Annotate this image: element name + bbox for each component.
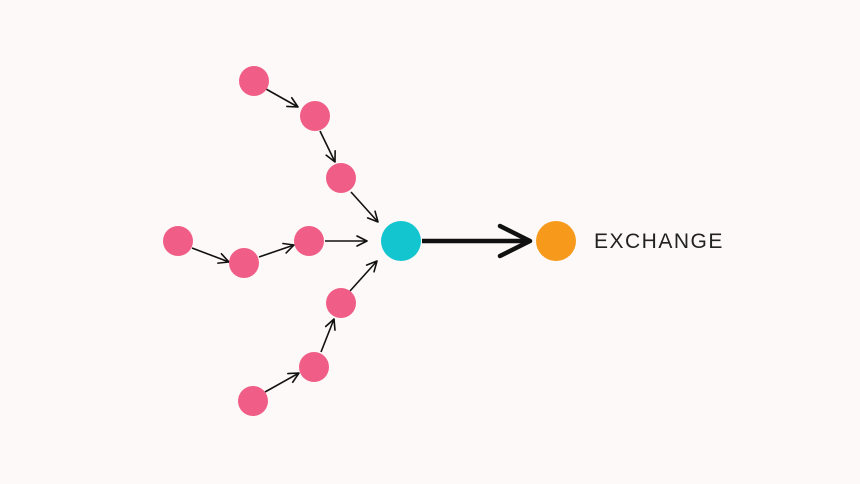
- source-node-bot-2: [299, 352, 329, 382]
- source-node-top-1: [239, 66, 269, 96]
- exchange-node: [536, 221, 576, 261]
- source-node-mid-2: [229, 248, 259, 278]
- source-nodes: [163, 66, 356, 416]
- edges: [191, 88, 533, 393]
- edge-bot-2: [320, 318, 336, 353]
- edge-mid-2: [258, 242, 295, 258]
- source-node-top-2: [300, 101, 330, 131]
- hub-node: [381, 221, 421, 261]
- edge-top-1: [265, 88, 299, 108]
- edge-top-2: [319, 130, 336, 163]
- source-node-mid-1: [163, 226, 193, 256]
- edge-bot-3: [349, 260, 378, 292]
- edge-top-3: [350, 191, 379, 223]
- source-node-top-3: [326, 163, 356, 193]
- exchange-label: EXCHANGE: [594, 230, 724, 253]
- source-node-bot-3: [238, 386, 268, 416]
- edge-bot-1: [264, 372, 300, 393]
- edge-mid-1: [191, 247, 230, 264]
- source-node-mid-3: [294, 226, 324, 256]
- source-node-bot-1: [326, 288, 356, 318]
